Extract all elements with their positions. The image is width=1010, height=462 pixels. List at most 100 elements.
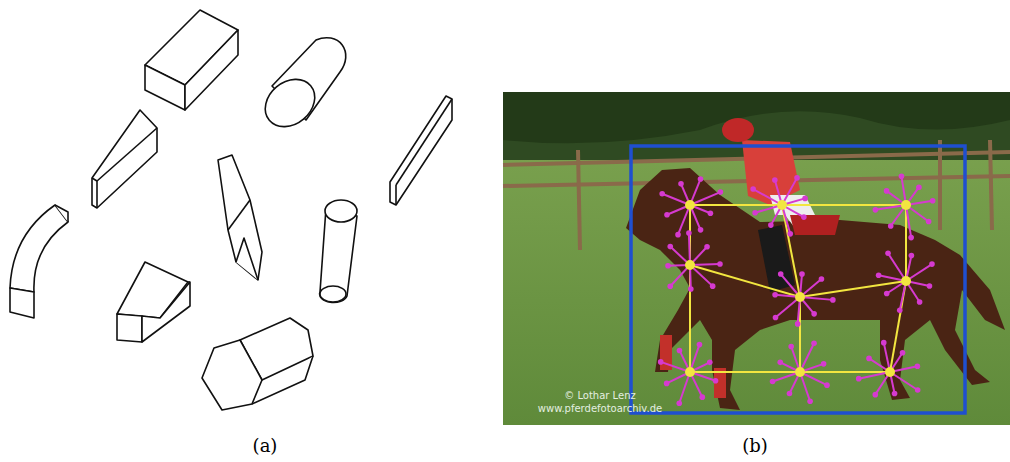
deformation-link xyxy=(689,265,691,372)
spoke-dot xyxy=(678,181,684,187)
blade-geon xyxy=(218,155,262,280)
spoke-dot xyxy=(717,261,723,267)
spoke-dot xyxy=(710,283,716,289)
spoke-dot xyxy=(799,271,805,277)
box-geon xyxy=(145,10,238,110)
spoke-dot xyxy=(667,244,673,250)
spoke-dot xyxy=(707,360,713,366)
spoke-dot xyxy=(888,223,894,229)
tapered-cylinder-geon xyxy=(320,200,357,303)
spoke-dot xyxy=(881,340,887,346)
spoke-dot xyxy=(819,276,825,282)
spoke-dot xyxy=(897,308,903,314)
trees xyxy=(503,92,1010,143)
slab-geon xyxy=(390,96,452,205)
part-node xyxy=(901,200,911,210)
spoke-dot xyxy=(873,207,879,213)
spoke-dot xyxy=(900,350,906,356)
part-node xyxy=(685,200,695,210)
spoke-dot xyxy=(770,379,776,385)
spoke-dot xyxy=(787,391,793,397)
panel-label: (b) xyxy=(742,435,768,456)
spoke-dot xyxy=(916,184,922,190)
spoke-dot xyxy=(675,232,681,238)
spoke-dot xyxy=(667,283,673,289)
grass xyxy=(503,92,1010,425)
spoke-dot xyxy=(830,297,836,303)
part-node xyxy=(685,367,695,377)
deformation-link xyxy=(905,205,907,281)
spoke-dot xyxy=(811,340,817,346)
watermark: © Lothar Lenz xyxy=(564,390,636,401)
spoke-dot xyxy=(659,191,665,197)
deformation-link xyxy=(690,371,800,373)
deformation-link xyxy=(782,204,906,206)
spoke-dot xyxy=(807,399,813,405)
spoke-dot xyxy=(884,291,890,297)
deformation-link xyxy=(890,281,906,372)
bounding-box xyxy=(631,146,965,413)
geon-drawings xyxy=(10,10,452,410)
spoke-dot xyxy=(926,219,932,225)
spoke-dot xyxy=(795,321,801,327)
spoke-dot xyxy=(773,315,779,321)
spoke-dot xyxy=(698,227,704,233)
deformation-link xyxy=(800,371,890,373)
spoke-dot xyxy=(686,230,692,236)
spoke-dot xyxy=(917,299,923,305)
part-model xyxy=(658,174,936,406)
cylinder-geon xyxy=(256,38,346,137)
spoke-dot xyxy=(930,198,936,204)
spoke-dot xyxy=(885,251,891,257)
spoke-dot xyxy=(884,188,890,194)
part-node xyxy=(901,276,911,286)
spoke-dot xyxy=(801,214,807,220)
spoke-dot xyxy=(697,342,703,348)
panel-label: (a) xyxy=(253,435,278,456)
spoke-dot xyxy=(658,359,664,365)
deformation-link xyxy=(690,204,782,206)
spoke-dot xyxy=(664,381,670,387)
frustum-geon xyxy=(117,262,190,342)
spoke-dot xyxy=(915,363,921,369)
spoke-dot xyxy=(824,382,830,388)
watermark: www.pferdefotoarchiv.de xyxy=(538,403,662,414)
spoke-dot xyxy=(677,348,683,354)
wedge-geon xyxy=(92,110,157,208)
horse xyxy=(626,168,1005,410)
part-node xyxy=(685,260,695,270)
spoke-dot xyxy=(909,253,915,259)
spoke-dot xyxy=(856,376,862,382)
spoke-dot xyxy=(929,261,935,267)
spoke-dot xyxy=(698,176,704,182)
spoke-dot xyxy=(750,186,756,192)
spoke-dot xyxy=(718,189,724,195)
spoke-dot xyxy=(688,286,694,292)
spoke-dot xyxy=(676,400,682,406)
curved-geon xyxy=(10,205,68,318)
deformation-link xyxy=(782,205,800,297)
hex-prism-geon xyxy=(202,318,313,410)
spoke-dot xyxy=(811,311,817,317)
spoke-dot xyxy=(664,212,670,218)
spoke-dot xyxy=(772,177,778,183)
spoke-dot xyxy=(866,356,872,362)
spoke-dot xyxy=(772,292,778,298)
part-node xyxy=(885,367,895,377)
spoke-dot xyxy=(704,244,710,250)
spoke-dot xyxy=(899,174,905,180)
spoke-dot xyxy=(699,394,705,400)
spoke-dot xyxy=(713,378,719,384)
spoke-dot xyxy=(665,263,671,269)
part-node xyxy=(795,292,805,302)
spoke-dot xyxy=(787,231,793,237)
spoke-dot xyxy=(768,222,774,228)
spoke-dot xyxy=(788,344,794,350)
spoke-dot xyxy=(708,210,714,216)
spoke-dot xyxy=(794,175,800,181)
spoke-dot xyxy=(777,360,783,366)
spoke-dot xyxy=(892,391,898,397)
